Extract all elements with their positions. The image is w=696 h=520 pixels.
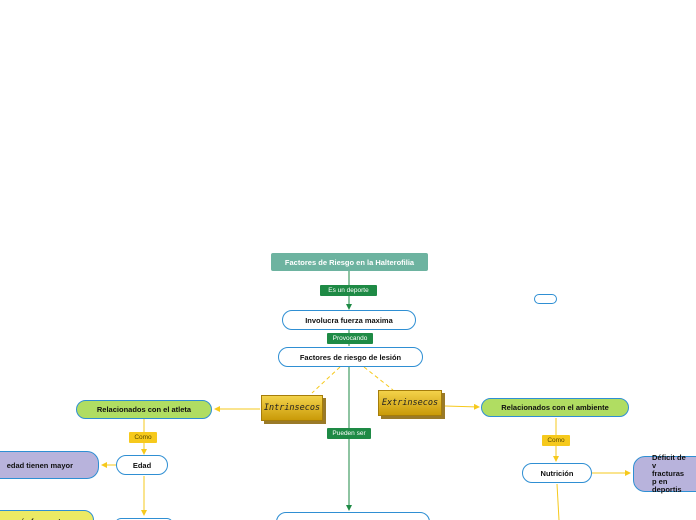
edge-extrinsecos-ambiente: [444, 403, 480, 410]
tag-como-right: Como: [542, 435, 570, 446]
node-atleta[interactable]: Relacionados con el atleta: [76, 400, 212, 419]
node-bottom-center-partial[interactable]: [276, 512, 430, 520]
node-edad[interactable]: Edad: [116, 455, 168, 475]
node-title[interactable]: Factores de Riesgo en la Halterofilia: [271, 253, 428, 271]
node-nutricion[interactable]: Nutrición: [522, 463, 592, 483]
node-extrinsecos[interactable]: Extrinsecos: [378, 390, 442, 416]
node-involucra[interactable]: Involucra fuerza maxima: [282, 310, 416, 330]
tag-provocando: Provocando: [327, 333, 373, 344]
edge-factores-extrinsecos: [363, 366, 394, 391]
node-deficit[interactable]: Déficit de v fracturas p en deportis: [633, 454, 696, 494]
tag-es-un-deporte: Es un deporte: [320, 285, 377, 296]
tag-como-left: Como: [129, 432, 157, 443]
node-empty-small[interactable]: [534, 294, 557, 304]
node-intrinsecos[interactable]: Intrinsecos: [261, 395, 323, 421]
tag-pueden-ser: Pueden ser: [327, 428, 371, 439]
node-factores[interactable]: Factores de riesgo de lesión: [278, 347, 423, 367]
edge-nutricion-down: [556, 483, 560, 520]
node-ambiente[interactable]: Relacionados con el ambiente: [481, 398, 629, 417]
node-edad-mayor[interactable]: edad tienen mayor: [0, 451, 99, 479]
edge-factores-intrinsecos: [311, 366, 341, 394]
node-mas-frecuentes[interactable]: n más frecuentes: [0, 510, 94, 520]
